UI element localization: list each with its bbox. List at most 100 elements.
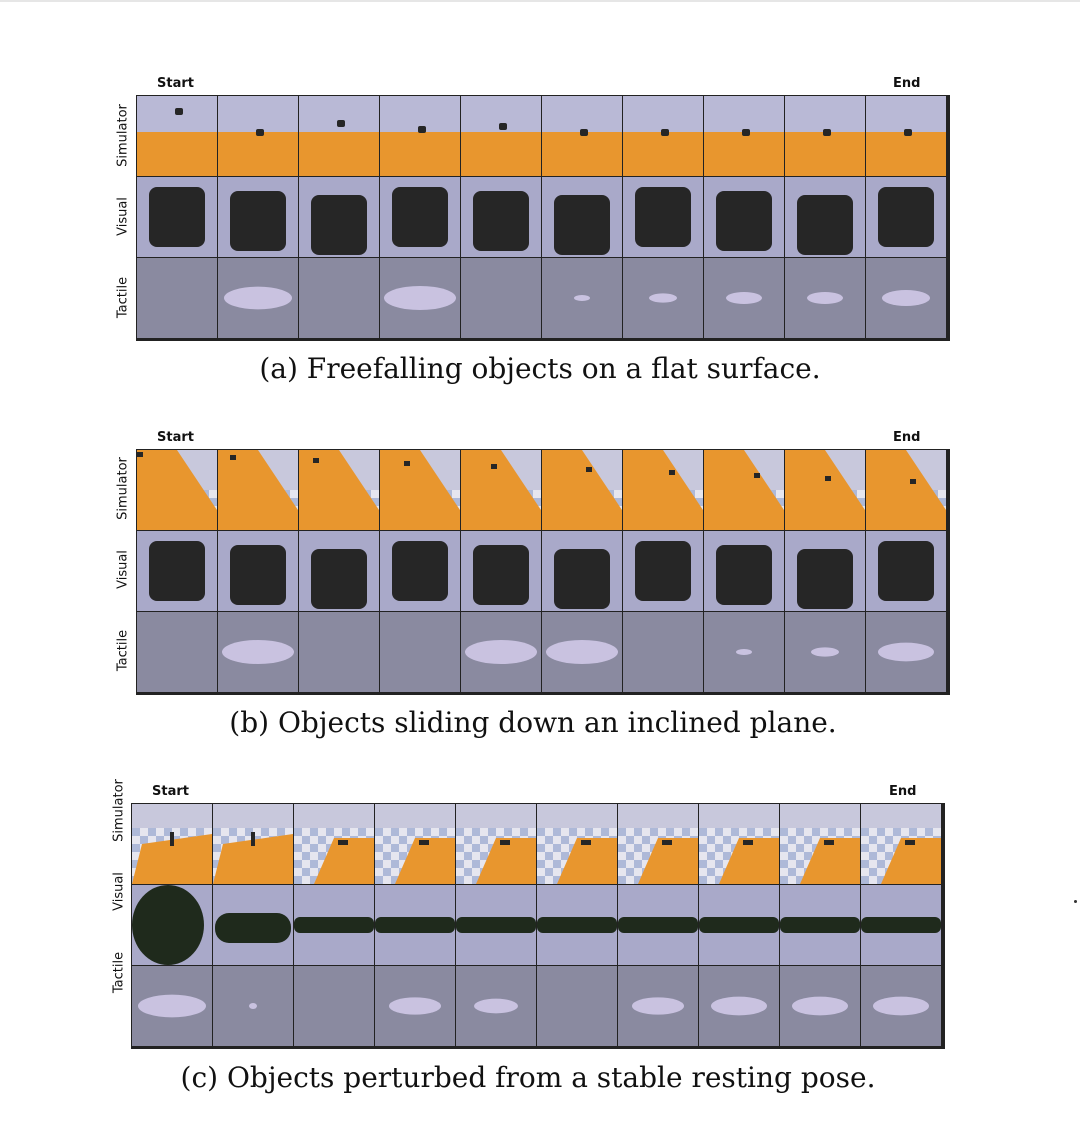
grid-a-simulator-frame-7 xyxy=(623,96,703,176)
grid-c-simulator-frame-10 xyxy=(861,804,941,884)
panel-a-row-label-tactile: Tactile xyxy=(115,276,131,319)
grid-b-visual-frame-3-image xyxy=(299,531,379,611)
grid-a-tactile-frame-7-image xyxy=(623,258,703,338)
grid-b-simulator-frame-2-image xyxy=(218,450,298,530)
grid-c-tactile-frame-4 xyxy=(375,966,455,1046)
grid-b-tactile-frame-10 xyxy=(866,612,946,692)
grid-a-simulator-frame-5-image xyxy=(461,96,541,176)
grid-a-visual-frame-2-image xyxy=(218,177,298,257)
grid-b-tactile-frame-1-image xyxy=(137,612,217,692)
grid-b-visual-frame-6 xyxy=(542,531,622,611)
stray-mark xyxy=(1074,900,1077,903)
grid-a-simulator-frame-2 xyxy=(218,96,298,176)
grid-b-tactile-frame-1 xyxy=(137,612,217,692)
grid-b-visual-frame-9-image xyxy=(785,531,865,611)
grid-b-visual-frame-7 xyxy=(623,531,703,611)
grid-a-simulator-frame-4 xyxy=(380,96,460,176)
grid-c-tactile-frame-4-image xyxy=(375,966,455,1046)
panel-b-start-label: Start xyxy=(157,430,194,445)
grid-c-tactile-frame-6 xyxy=(537,966,617,1046)
grid-c-tactile-frame-3 xyxy=(294,966,374,1046)
grid-c-tactile-frame-1 xyxy=(132,966,212,1046)
grid-a-visual-frame-5-image xyxy=(461,177,541,257)
grid-b-tactile-frame-9 xyxy=(785,612,865,692)
grid-b-visual-frame-7-image xyxy=(623,531,703,611)
grid-a-simulator-frame-6 xyxy=(542,96,622,176)
grid-a-visual-frame-8-image xyxy=(704,177,784,257)
grid-a-visual-frame-7 xyxy=(623,177,703,257)
grid-a-tactile-frame-4 xyxy=(380,258,460,338)
grid-a-simulator-frame-8-image xyxy=(704,96,784,176)
grid-a-simulator-frame-1-image xyxy=(137,96,217,176)
panel-b-row-label-visual: Visual xyxy=(115,550,131,589)
grid-b-simulator-frame-4-image xyxy=(380,450,460,530)
panel-c-image-grid xyxy=(131,803,945,1049)
grid-a-visual-frame-4 xyxy=(380,177,460,257)
grid-a-simulator-frame-6-image xyxy=(542,96,622,176)
grid-c-visual-frame-8-image xyxy=(699,885,779,965)
panel-c-caption: (c) Objects perturbed from a stable rest… xyxy=(180,1061,876,1094)
grid-c-tactile-frame-7 xyxy=(618,966,698,1046)
grid-a-tactile-frame-3-image xyxy=(299,258,379,338)
grid-b-tactile-frame-3-image xyxy=(299,612,379,692)
grid-c-simulator-frame-3 xyxy=(294,804,374,884)
grid-b-simulator-frame-8 xyxy=(704,450,784,530)
grid-b-simulator-frame-2 xyxy=(218,450,298,530)
grid-a-simulator-frame-5 xyxy=(461,96,541,176)
grid-c-tactile-frame-8-image xyxy=(699,966,779,1046)
grid-c-visual-frame-5 xyxy=(456,885,536,965)
grid-a-visual-frame-9 xyxy=(785,177,865,257)
grid-b-visual-frame-1-image xyxy=(137,531,217,611)
grid-a-visual-frame-3-image xyxy=(299,177,379,257)
grid-a-simulator-frame-8 xyxy=(704,96,784,176)
panel-b-end-label: End xyxy=(893,430,921,445)
grid-b-visual-frame-6-image xyxy=(542,531,622,611)
grid-b-simulator-frame-3-image xyxy=(299,450,379,530)
grid-c-simulator-frame-5-image xyxy=(456,804,536,884)
grid-b-simulator-frame-10 xyxy=(866,450,946,530)
grid-c-tactile-frame-9-image xyxy=(780,966,860,1046)
grid-a-tactile-frame-8 xyxy=(704,258,784,338)
grid-c-simulator-frame-8 xyxy=(699,804,779,884)
grid-c-simulator-frame-4-image xyxy=(375,804,455,884)
grid-c-visual-frame-5-image xyxy=(456,885,536,965)
grid-b-simulator-frame-8-image xyxy=(704,450,784,530)
grid-b-tactile-frame-7-image xyxy=(623,612,703,692)
grid-c-tactile-frame-8 xyxy=(699,966,779,1046)
grid-b-visual-frame-5 xyxy=(461,531,541,611)
panel-c-row-label-visual: Visual xyxy=(111,872,127,911)
grid-c-visual-frame-2 xyxy=(213,885,293,965)
grid-b-visual-frame-1 xyxy=(137,531,217,611)
grid-c-tactile-frame-5 xyxy=(456,966,536,1046)
grid-b-visual-frame-2 xyxy=(218,531,298,611)
panel-a-end-label: End xyxy=(893,76,921,91)
grid-c-visual-frame-7 xyxy=(618,885,698,965)
panel-a-row-label-simulator: Simulator xyxy=(115,104,131,167)
grid-b-simulator-frame-9 xyxy=(785,450,865,530)
grid-b-visual-frame-4 xyxy=(380,531,460,611)
grid-b-simulator-frame-5 xyxy=(461,450,541,530)
panel-a-caption: (a) Freefalling objects on a flat surfac… xyxy=(259,352,821,385)
grid-b-visual-frame-10 xyxy=(866,531,946,611)
grid-c-tactile-frame-10-image xyxy=(861,966,941,1046)
grid-c-simulator-frame-7-image xyxy=(618,804,698,884)
grid-a-visual-frame-2 xyxy=(218,177,298,257)
grid-a-simulator-frame-1 xyxy=(137,96,217,176)
grid-c-simulator-frame-7 xyxy=(618,804,698,884)
grid-a-visual-frame-1-image xyxy=(137,177,217,257)
grid-a-visual-frame-10 xyxy=(866,177,946,257)
grid-a-visual-frame-7-image xyxy=(623,177,703,257)
grid-b-simulator-frame-9-image xyxy=(785,450,865,530)
grid-b-tactile-frame-10-image xyxy=(866,612,946,692)
panel-b-row-label-simulator: Simulator xyxy=(115,457,131,520)
grid-a-visual-frame-4-image xyxy=(380,177,460,257)
grid-a-visual-frame-6-image xyxy=(542,177,622,257)
grid-c-simulator-frame-6 xyxy=(537,804,617,884)
grid-a-visual-frame-6 xyxy=(542,177,622,257)
panel-c-start-label: Start xyxy=(152,784,189,799)
grid-a-visual-frame-3 xyxy=(299,177,379,257)
grid-c-tactile-frame-1-image xyxy=(132,966,212,1046)
grid-b-tactile-frame-8 xyxy=(704,612,784,692)
grid-c-visual-frame-1 xyxy=(132,885,212,965)
grid-a-simulator-frame-2-image xyxy=(218,96,298,176)
